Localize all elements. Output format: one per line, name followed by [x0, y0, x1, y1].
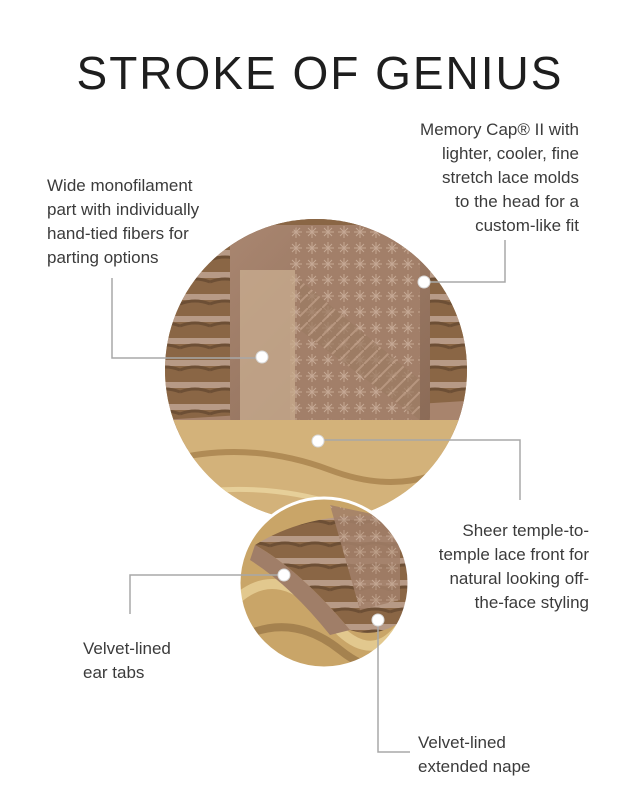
dot-lace-front — [311, 434, 325, 448]
callout-line: natural looking off- — [449, 569, 589, 588]
callout-monofilament: Wide monofilament part with individually… — [47, 174, 199, 270]
callout-line: stretch lace molds — [442, 168, 579, 187]
dot-monofilament — [255, 350, 269, 364]
leader-lines — [111, 240, 521, 753]
leader-ear-tabs — [129, 574, 282, 614]
callout-ear-tabs: Velvet-lined ear tabs — [83, 637, 171, 685]
callout-line: Wide monofilament — [47, 176, 193, 195]
leader-nape — [377, 620, 410, 753]
callout-lace-front: Sheer temple-to- temple lace front for n… — [439, 519, 589, 615]
dot-nape — [371, 613, 385, 627]
cap-nape-photo — [239, 498, 409, 668]
callout-line: hand-tied fibers for — [47, 224, 189, 243]
dot-memory-cap — [417, 275, 431, 289]
leader-monofilament — [111, 278, 260, 359]
callout-line: Memory Cap® II with — [420, 120, 579, 139]
callout-line: extended nape — [418, 757, 531, 776]
callout-line: to the head for a — [455, 192, 579, 211]
leader-lace-front — [320, 439, 521, 500]
callout-line: part with individually — [47, 200, 200, 219]
leader-memory-cap — [430, 240, 506, 283]
callout-line: Velvet-lined — [418, 733, 506, 752]
callout-memory-cap: Memory Cap® II with lighter, cooler, fin… — [420, 118, 579, 238]
callout-nape: Velvet-lined extended nape — [418, 731, 531, 779]
callout-line: parting options — [47, 248, 159, 267]
callout-line: Sheer temple-to- — [462, 521, 589, 540]
callout-line: lighter, cooler, fine — [441, 144, 579, 163]
cap-top-photo — [165, 219, 467, 521]
callout-line: the-face styling — [474, 593, 589, 612]
callout-line: Velvet-lined — [83, 639, 171, 658]
callout-line: custom-like fit — [475, 216, 579, 235]
indicator-dots — [255, 275, 431, 627]
callout-line: temple lace front for — [438, 545, 589, 564]
page-title: STROKE OF GENIUS — [76, 47, 564, 99]
callout-line: ear tabs — [83, 663, 145, 682]
dot-ear-tabs — [277, 568, 291, 582]
